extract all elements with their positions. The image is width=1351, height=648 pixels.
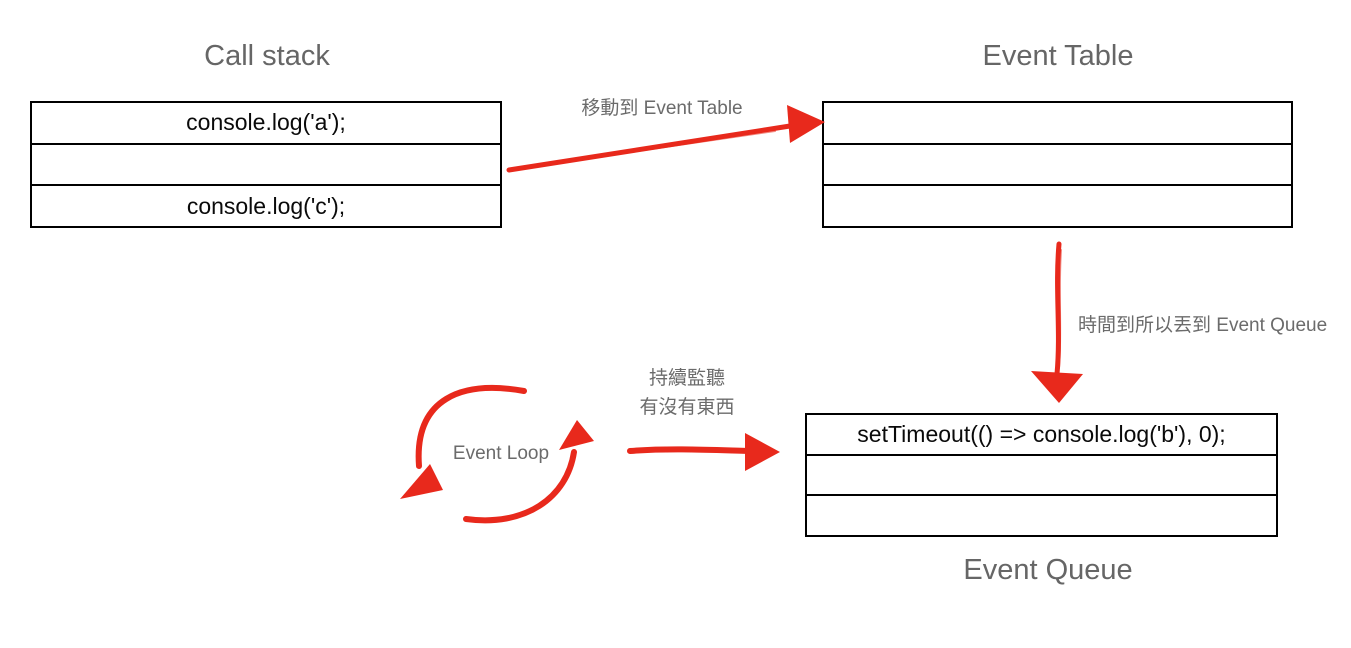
arrow-eventloop-to-eventqueue	[627, 433, 780, 471]
move-to-event-table-label: 移動到 Event Table	[581, 98, 743, 119]
event-queue-table: setTimeout(() => console.log('b'), 0);	[805, 413, 1278, 537]
listen-label-line1: 持續監聽	[648, 368, 726, 389]
event-table-row-1	[824, 103, 1291, 143]
event-queue-title: Event Queue	[963, 554, 1133, 586]
call-stack-row-2	[32, 142, 500, 185]
event-loop-label: Event Loop	[452, 443, 550, 464]
event-queue-row-2	[807, 453, 1276, 495]
event-queue-row-1: setTimeout(() => console.log('b'), 0);	[857, 420, 1226, 447]
arrow-eventtable-to-eventqueue	[1031, 241, 1083, 403]
call-stack-table: console.log('a'); console.log('c');	[30, 101, 502, 228]
event-table-row-2	[824, 142, 1291, 185]
event-table	[822, 101, 1293, 228]
event-queue-row-3	[807, 494, 1276, 535]
call-stack-row-3: console.log('c');	[32, 184, 500, 226]
call-stack-row-1: console.log('a');	[186, 109, 346, 136]
listen-label-line2: 有沒有東西	[639, 397, 735, 418]
time-up-label: 時間到所以丟到 Event Queue	[1078, 315, 1328, 336]
call-stack-title: Call stack	[204, 40, 330, 72]
listen-label: 持續監聽 有沒有東西	[639, 364, 734, 422]
event-table-title: Event Table	[982, 40, 1134, 72]
event-table-row-3	[824, 184, 1291, 226]
